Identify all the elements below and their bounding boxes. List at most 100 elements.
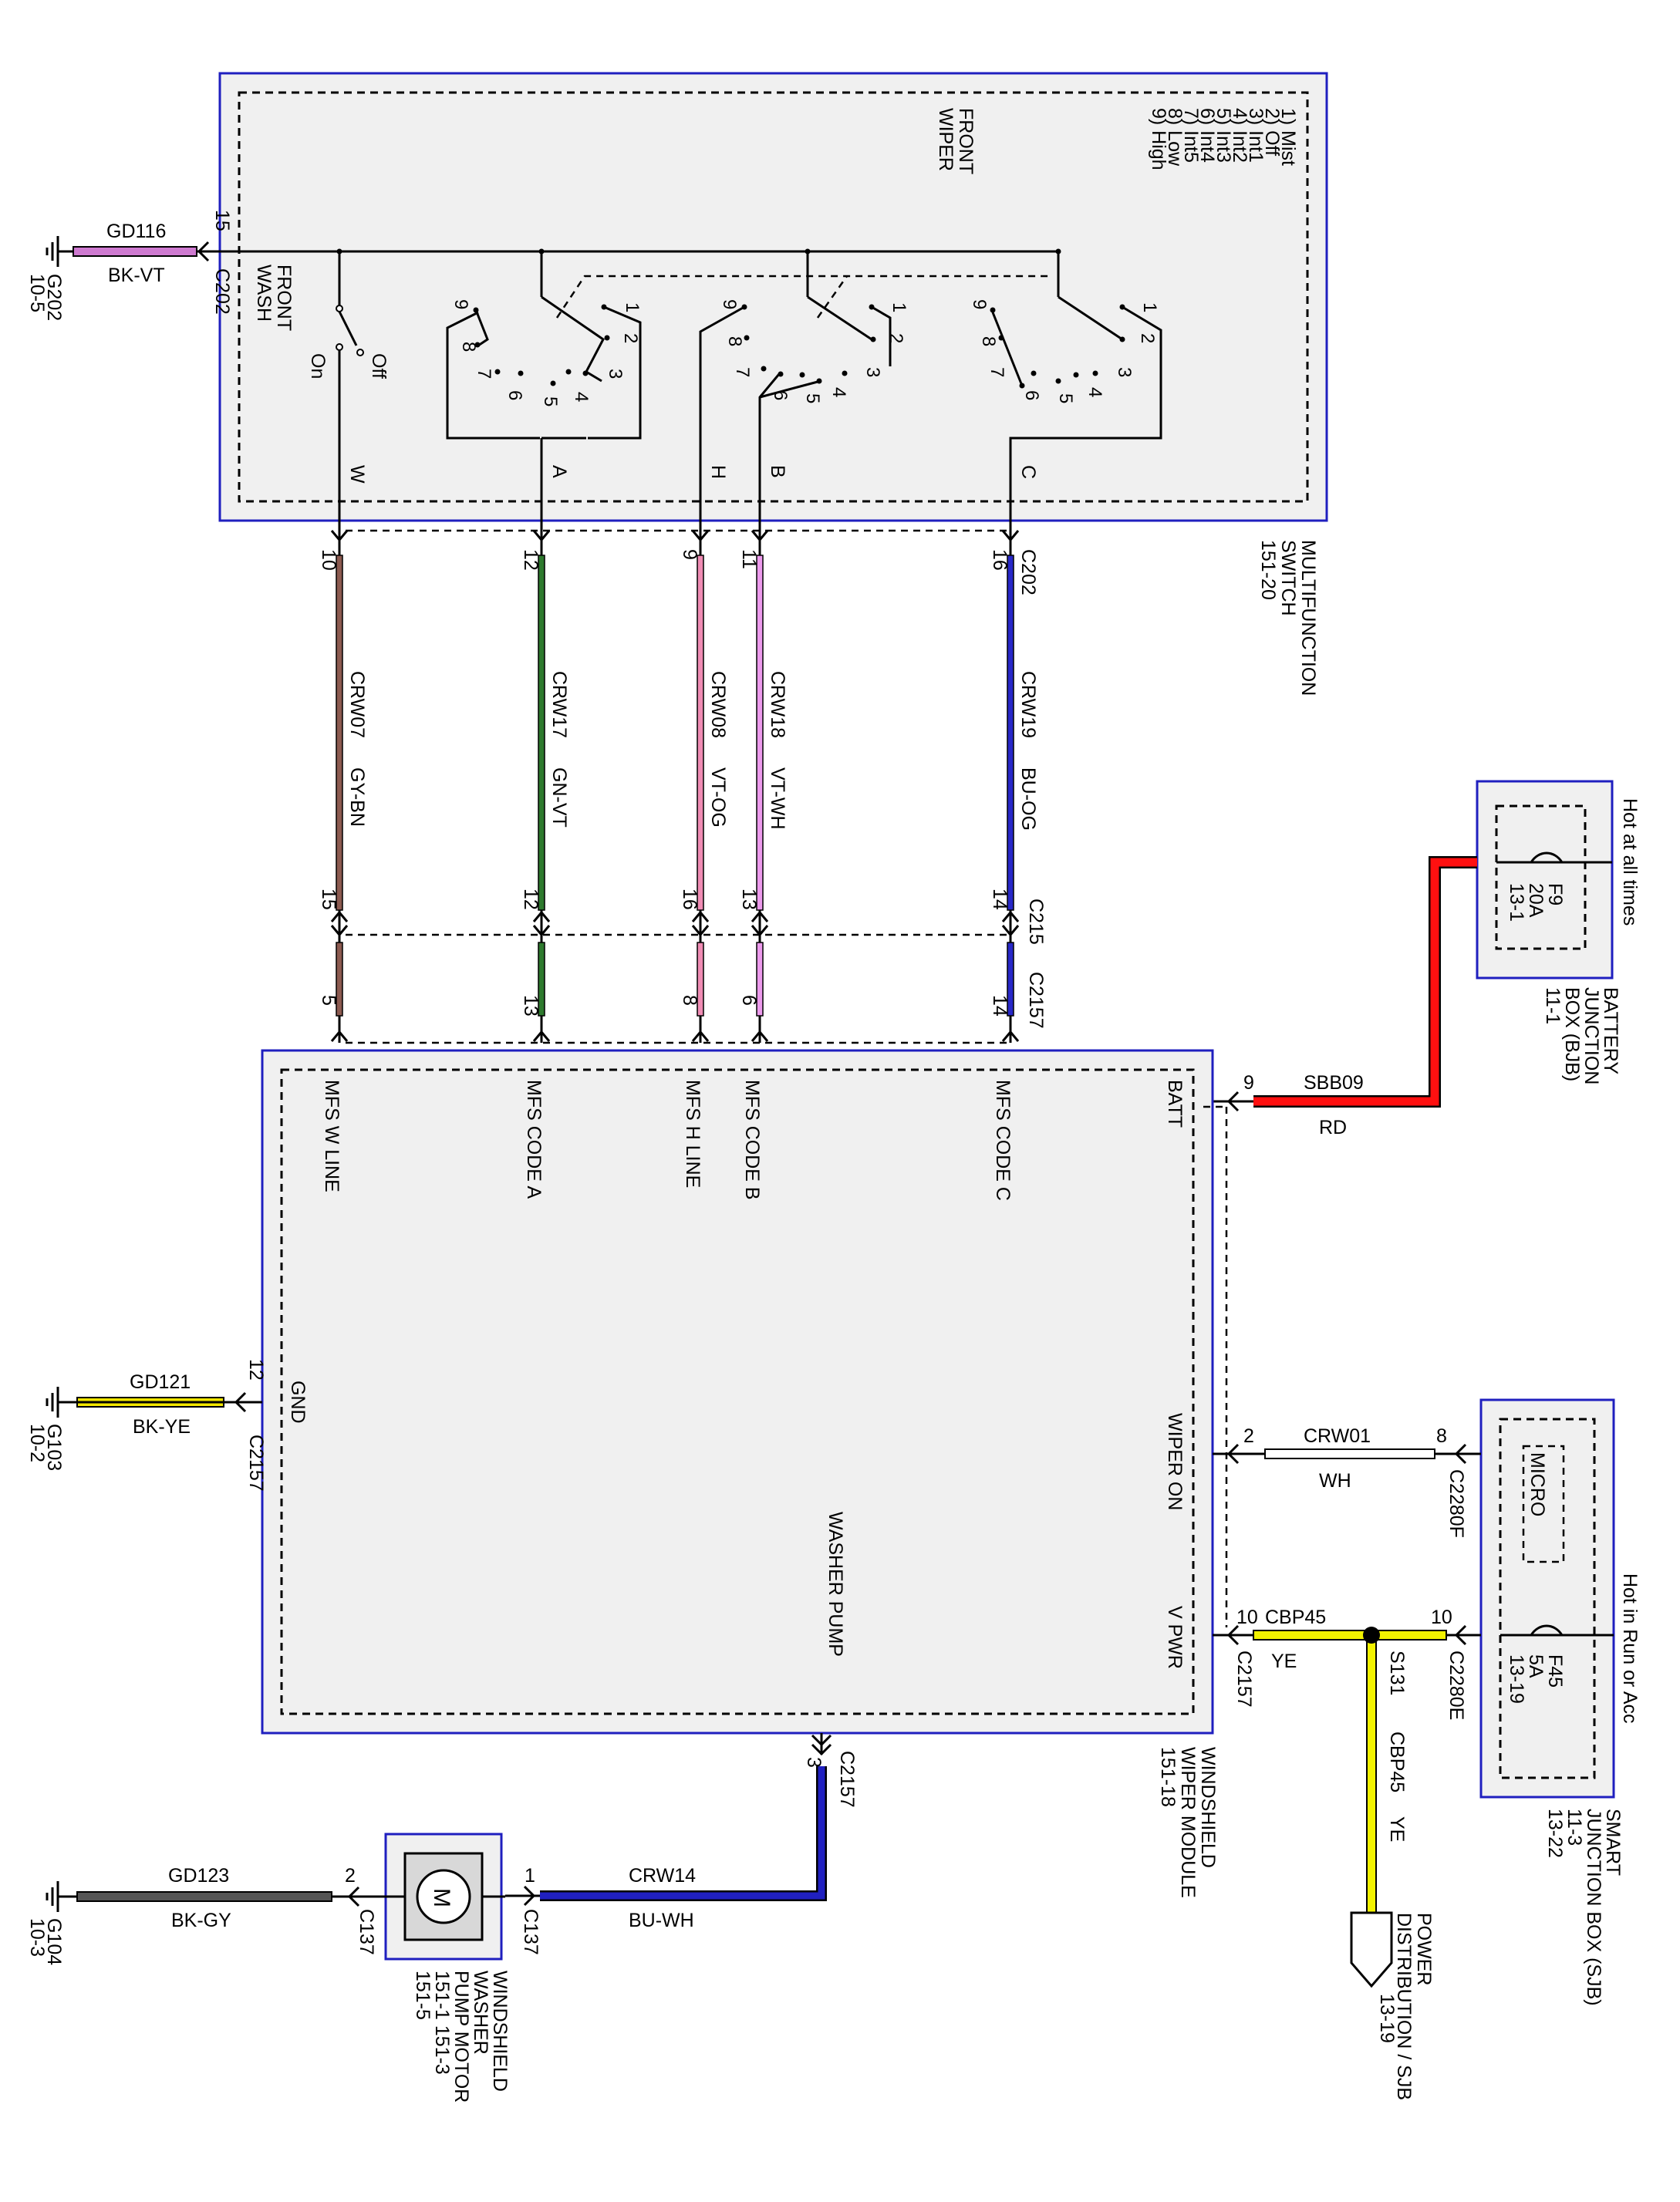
svg-text:8: 8 [458, 342, 479, 352]
crw01-connector: C2280F [1446, 1469, 1467, 1538]
svg-text:3: 3 [1114, 367, 1135, 377]
fuse-f9-symbol [1530, 851, 1564, 863]
fuse-f9-ref: 13-1 [1506, 883, 1527, 922]
g103-ground: G103 [43, 1424, 65, 1471]
svg-text:4: 4 [828, 387, 849, 397]
svg-text:8: 8 [978, 336, 999, 346]
fuse-f9: F9 [1544, 883, 1566, 905]
position-item: 3) Int1 [1245, 108, 1267, 163]
wire-crw07 [336, 532, 343, 1043]
c215-pin: 13 [738, 889, 760, 910]
crw14-pump-pin: 1 [525, 1865, 535, 1887]
svg-text:6: 6 [1021, 390, 1042, 400]
bjb-name-3: BOX (BJB) [1561, 987, 1583, 1081]
output-b: B [767, 465, 788, 478]
cbp45-circuit: CBP45 [1265, 1607, 1326, 1628]
c202-label: C202 [1017, 549, 1039, 595]
g103-color: BK-YE [133, 1416, 191, 1438]
g103-circuit: GD121 [130, 1371, 191, 1393]
g104-ref: 10-3 [26, 1918, 48, 1957]
crw14-circuit: CRW14 [629, 1865, 696, 1887]
cbp45-module-pin: 10 [1236, 1607, 1258, 1628]
crw14-color: BU-WH [629, 1910, 694, 1931]
crw17-label: CRW17 [548, 671, 570, 738]
position-item: 2) Off [1261, 108, 1283, 156]
ground-g103: GD121 BK-YE 12 C2157 G103 10-2 [26, 1359, 267, 1492]
washer-pump-label: WASHER PUMP [825, 1512, 846, 1657]
wire-crw19 [1007, 532, 1014, 1043]
c202-pin: 16 [989, 549, 1010, 571]
wash-on-label: On [307, 353, 329, 379]
rotary-deck-c: 1 2 3 4 5 6 7 8 9 [969, 295, 1162, 532]
g104-ground: G104 [43, 1918, 65, 1965]
position-item: 8) Low [1164, 108, 1186, 167]
wiper-positions-legend: 1) Mist 2) Off 3) Int1 4) Int2 5) Int3 6… [1148, 108, 1299, 170]
output-h: H [707, 465, 729, 479]
c2157-chevrons [330, 1030, 1020, 1042]
g104-color: BK-GY [171, 1910, 231, 1931]
svg-text:1: 1 [889, 302, 909, 312]
sjb-hot-label: Hot in Run or Acc [1619, 1573, 1641, 1724]
multifunction-switch-box [218, 72, 1328, 522]
sbb09-color: RD [1319, 1117, 1347, 1138]
g103-ref: 10-2 [26, 1424, 48, 1462]
crw07-color: GY-BN [346, 767, 368, 827]
svg-text:3: 3 [862, 367, 883, 377]
crw08-label: CRW08 [707, 671, 729, 738]
windshield-wiper-module: MFS W LINE MFS CODE A MFS H LINE MFS COD… [261, 1049, 1228, 1898]
ground-symbol [46, 236, 59, 267]
deck-link [816, 275, 848, 319]
pump-name-2: WASHER [470, 1971, 491, 2055]
position-item: 7) Int5 [1180, 108, 1202, 163]
battery-junction-box: Hot at all times F9 20A 13-1 BATTERY JUN… [1476, 780, 1641, 1084]
cbp45-module-connector: C2157 [1233, 1651, 1255, 1708]
pump-name-4: 151-1 151-3 [431, 1971, 453, 2075]
washer-pump-motor: M WINDSHIELD WASHER PUMP MOTOR 151-1 151… [359, 1833, 511, 2103]
sjb-micro-label: MICRO [1527, 1452, 1548, 1516]
rotary-deck-b: 1 2 3 4 5 6 7 8 9 [699, 295, 909, 532]
crw17-color: GN-VT [548, 767, 570, 828]
off-page-connector [1350, 1911, 1393, 1988]
wire-cbp45: 10 10 CBP45 YE C2157 C2280E S131 CBP45 Y… [1213, 1607, 1481, 1914]
c202-pin: 11 [738, 549, 760, 569]
sjb-box [1479, 1398, 1615, 1799]
c202-pin: 12 [520, 549, 541, 571]
svg-text:1: 1 [1139, 302, 1160, 312]
power-dist-name-2: DISTRIBUTION / SJB [1393, 1913, 1415, 2100]
svg-text:8: 8 [724, 336, 745, 346]
c215-pin: 12 [520, 889, 541, 910]
svg-text:2: 2 [620, 333, 641, 343]
svg-text:7: 7 [474, 369, 494, 379]
wire-gd116 [73, 246, 197, 257]
cbp45-color: YE [1271, 1651, 1297, 1672]
multifunction-switch: FRONT WIPER 1) Mist 2) Off 3) Int1 4) In… [201, 72, 1328, 696]
output-a: A [548, 465, 570, 478]
multifunction-switch-dashed-frame [238, 91, 1309, 503]
c215-chevrons [330, 910, 1020, 937]
cbp45-sjb-pin: 10 [1431, 1607, 1452, 1628]
harness: CRW07 GY-BN CRW17 GN-VT CRW08 VT-OG CRW1… [318, 529, 1047, 1044]
smart-junction-box: MICRO Hot in Run or Acc F45 5A 13-19 SMA… [1479, 1398, 1641, 2006]
svg-text:4: 4 [1085, 387, 1105, 397]
motor-label: M [429, 1888, 454, 1907]
g202-ref: 10-5 [26, 274, 48, 312]
wiper-module-name-3: 151-18 [1157, 1747, 1179, 1807]
splice-s131-label: S131 [1386, 1651, 1408, 1695]
svg-text:1: 1 [622, 302, 643, 312]
bjb-name-1: BATTERY [1600, 987, 1621, 1074]
sbb09-pin: 9 [1243, 1072, 1254, 1094]
ground-symbol [46, 1881, 59, 1912]
bjb-box [1476, 780, 1614, 980]
g202-connector: C202 [211, 268, 233, 315]
motor-icon [416, 1869, 471, 1924]
wiper-module-name-2: WIPER MODULE [1177, 1747, 1199, 1898]
pump-name-3: PUMP MOTOR [450, 1971, 472, 2103]
svg-text:9: 9 [969, 299, 990, 309]
svg-text:5: 5 [540, 396, 561, 406]
pin-mfs-h-line: MFS H LINE [682, 1080, 703, 1188]
svg-text:6: 6 [504, 390, 525, 400]
c215-label: C215 [1025, 899, 1047, 945]
g202-ground: G202 [43, 274, 65, 321]
g104-connector: C137 [356, 1909, 377, 1955]
wire-crw18 [756, 532, 764, 1043]
